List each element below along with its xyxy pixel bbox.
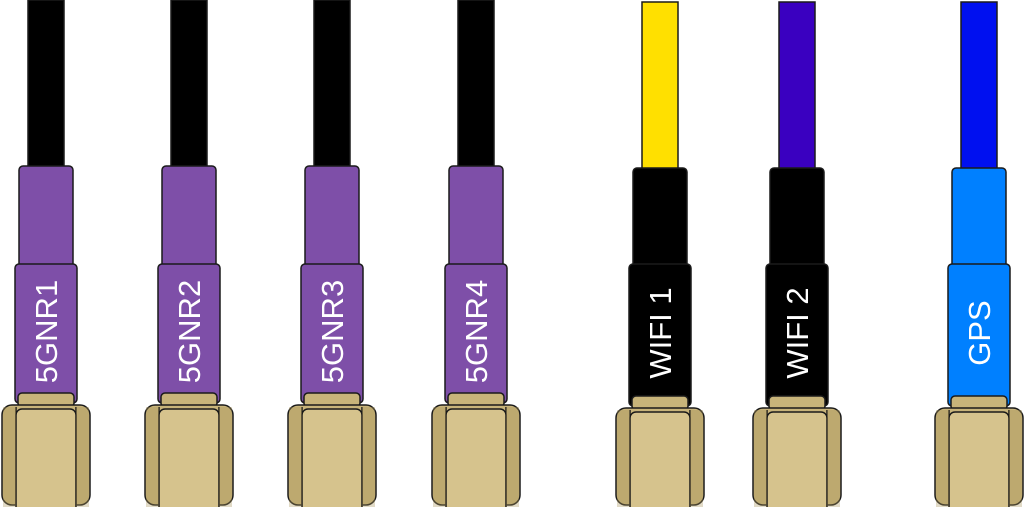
- cable-label: GPS: [962, 300, 997, 365]
- cable-boot: [632, 167, 688, 271]
- cable-boot: [951, 167, 1007, 271]
- cable-wire: [778, 1, 816, 173]
- cable-5gnr1: 5GNR1: [1, 0, 91, 507]
- cable-label: WIFI 2: [780, 287, 815, 378]
- sma-connector-icon: [287, 404, 377, 507]
- cable-wire: [641, 1, 679, 173]
- cable-wire: [313, 0, 351, 171]
- sma-connector-icon: [934, 407, 1024, 507]
- cable-wifi1: WIFI 1: [615, 1, 705, 507]
- cable-wire: [170, 0, 208, 171]
- cable-label: 5GNR3: [315, 280, 350, 383]
- cable-boot: [448, 165, 504, 271]
- cable-boot: [304, 165, 360, 271]
- cable-boot: [18, 165, 74, 271]
- cable-5gnr2: 5GNR2: [144, 0, 234, 507]
- cable-label: 5GNR4: [459, 280, 494, 383]
- cable-boot: [161, 165, 217, 271]
- cable-label: 5GNR1: [29, 280, 64, 383]
- sma-connector-icon: [615, 407, 705, 507]
- sma-connector-icon: [144, 404, 234, 507]
- cable-5gnr3: 5GNR3: [287, 0, 377, 507]
- sma-connector-icon: [752, 407, 842, 507]
- cable-label: 5GNR2: [172, 280, 207, 383]
- cable-label: WIFI 1: [643, 287, 678, 378]
- cable-wire: [27, 0, 65, 171]
- cable-5gnr4: 5GNR4: [431, 0, 521, 507]
- cable-wire: [960, 1, 998, 173]
- cable-gps: GPS: [934, 1, 1024, 507]
- sma-connector-icon: [431, 404, 521, 507]
- sma-connector-icon: [1, 404, 91, 507]
- cable-boot: [769, 167, 825, 271]
- cable-wire: [457, 0, 495, 171]
- cable-wifi2: WIFI 2: [752, 1, 842, 507]
